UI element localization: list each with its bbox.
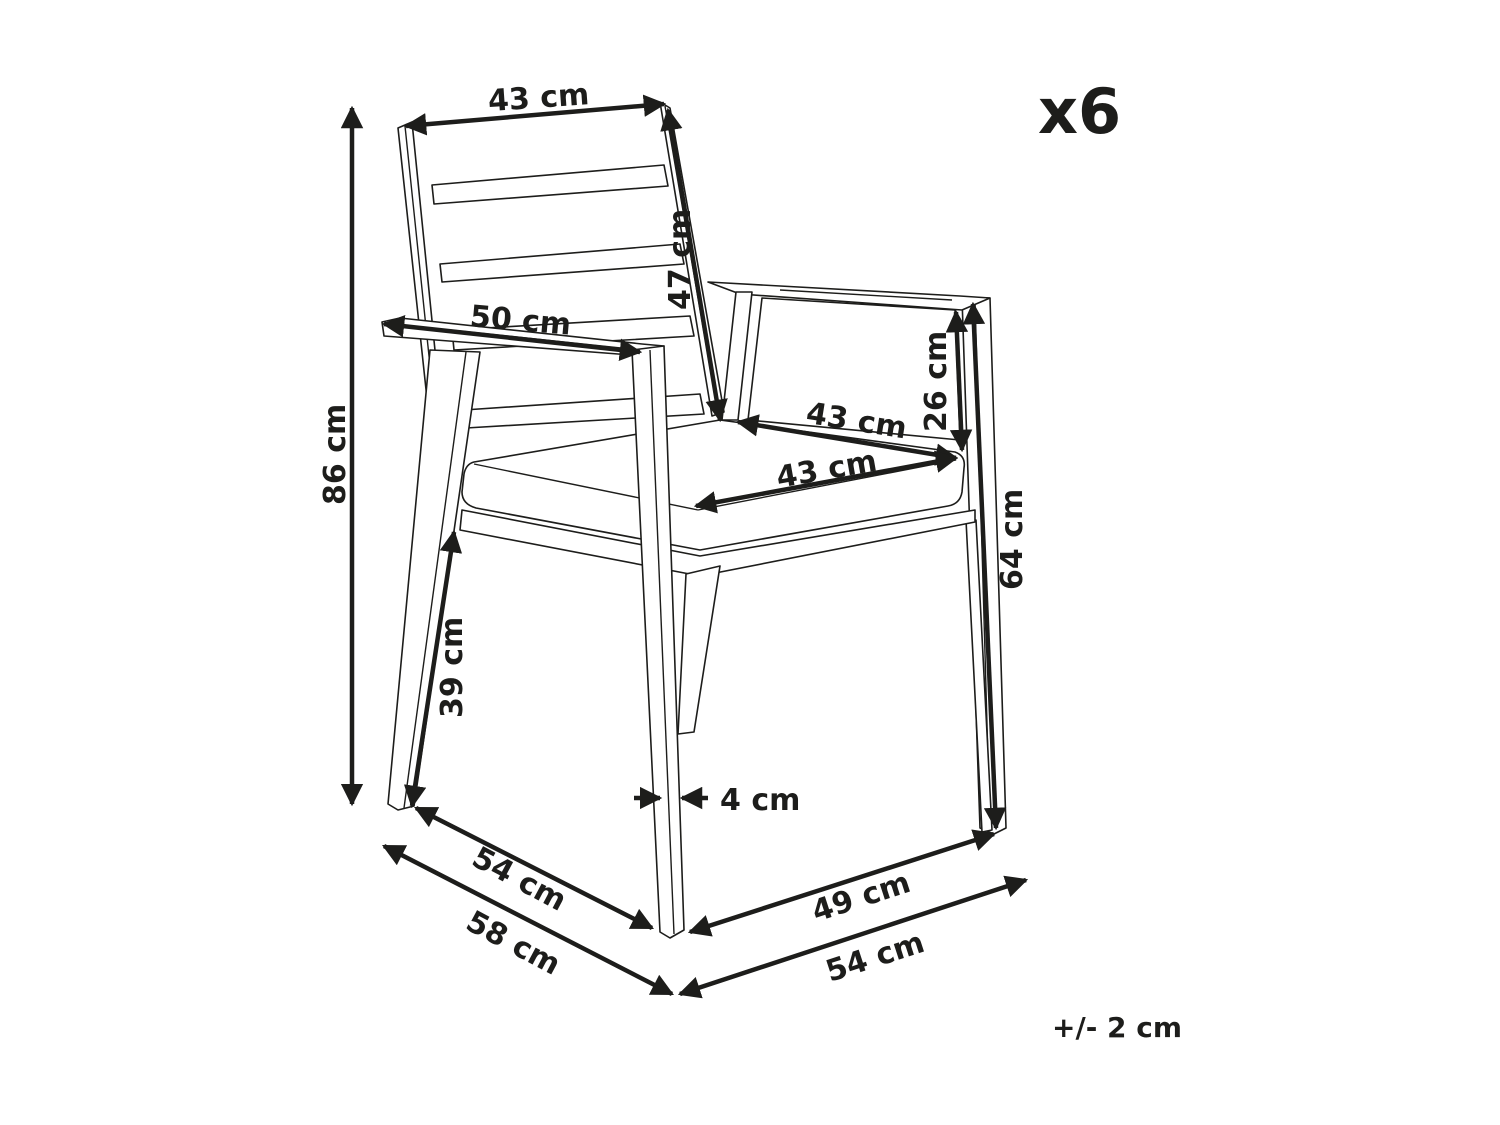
- dim-line-backrest-width: [403, 94, 667, 136]
- label-total-height: 86 cm: [318, 404, 353, 505]
- label-backrest-width: 43 cm: [487, 77, 590, 119]
- back-slat-4: [463, 393, 705, 429]
- label-arm-above-seat: 26 cm: [919, 331, 954, 432]
- front-right-leg: [631, 345, 685, 939]
- label-seat-height: 39 cm: [435, 617, 470, 718]
- dim-line-armrest-height: [962, 301, 1007, 831]
- label-total-width: 54 cm: [822, 925, 929, 990]
- dim-line-total-depth: [381, 843, 675, 997]
- label-total-depth: 58 cm: [460, 904, 566, 982]
- dim-line-arm-above-seat: [945, 309, 973, 453]
- far-armrest-post: [721, 291, 753, 421]
- label-backrest-height: 47 cm: [663, 209, 698, 310]
- front-left-leg: [387, 349, 481, 811]
- rear-left-leg-lower: [677, 565, 721, 735]
- quantity-label: x6: [1038, 75, 1121, 148]
- dimension-lines: [340, 94, 1029, 999]
- tolerance-label: +/- 2 cm: [1052, 1011, 1182, 1044]
- dim-line-total-width: [677, 875, 1029, 999]
- dim-line-armrest-length: [381, 315, 643, 361]
- label-armrest-height: 64 cm: [995, 489, 1030, 590]
- back-slat-2: [439, 243, 685, 283]
- back-slat-1: [431, 164, 669, 205]
- label-leg-width: 4 cm: [720, 783, 800, 818]
- dim-line-backrest-height: [660, 107, 728, 423]
- dim-line-seat-height: [403, 529, 463, 809]
- dim-line-seat-width: [693, 450, 959, 514]
